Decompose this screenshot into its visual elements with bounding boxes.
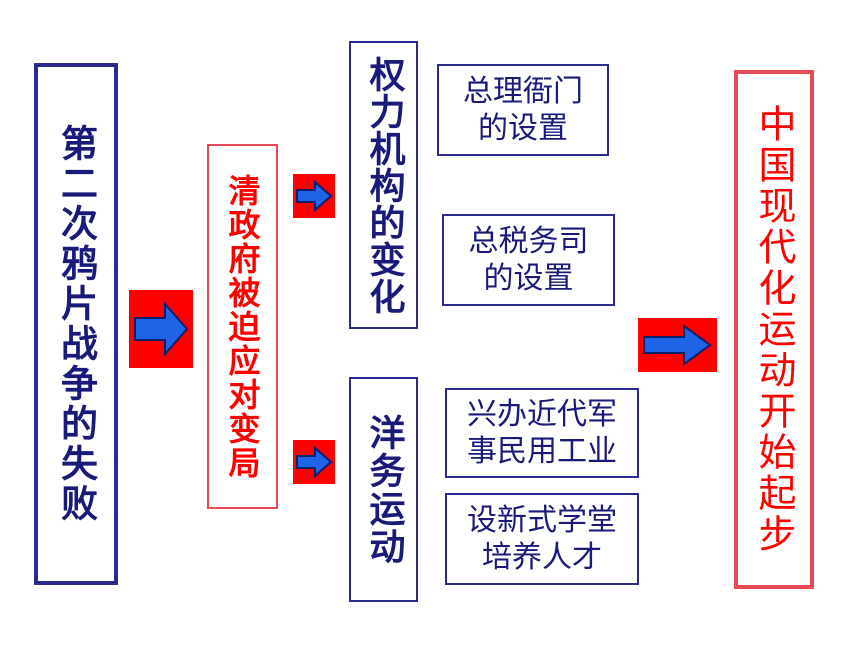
cause-label: 第二次鸦片战争的失败 (54, 124, 98, 524)
arrow-right-icon (129, 290, 193, 368)
item-line: 兴办近代军 (467, 396, 617, 432)
power-structure-label: 权力机构的变化 (363, 55, 405, 315)
response-label: 清政府被迫应对变局 (223, 173, 262, 480)
westernization-label: 洋务运动 (363, 413, 405, 566)
result-box: 中国现代化运动开始起步 (734, 70, 814, 589)
power-structure-box: 权力机构的变化 (349, 41, 418, 329)
item-zongli-yamen: 总理衙门 的设置 (437, 64, 609, 156)
item-industry: 兴办近代军 事民用工业 (445, 388, 639, 478)
item-line: 设新式学堂 (467, 502, 617, 538)
item-customs: 总税务司 的设置 (442, 214, 615, 306)
item-line: 培养人才 (482, 540, 602, 575)
arrow-right-icon (293, 440, 335, 484)
westernization-box: 洋务运动 (349, 377, 418, 602)
response-box: 清政府被迫应对变局 (207, 144, 278, 509)
item-line: 事民用工业 (467, 434, 617, 469)
item-line: 的设置 (483, 261, 574, 296)
item-line: 总理衙门 (463, 73, 583, 109)
arrow-right-icon (638, 318, 717, 372)
item-schools: 设新式学堂 培养人才 (445, 493, 639, 585)
result-label: 中国现代化运动开始起步 (752, 104, 796, 555)
item-line: 的设置 (478, 111, 568, 146)
item-line: 总税务司 (468, 223, 589, 259)
cause-box: 第二次鸦片战争的失败 (34, 63, 118, 585)
arrow-right-icon (293, 174, 335, 218)
